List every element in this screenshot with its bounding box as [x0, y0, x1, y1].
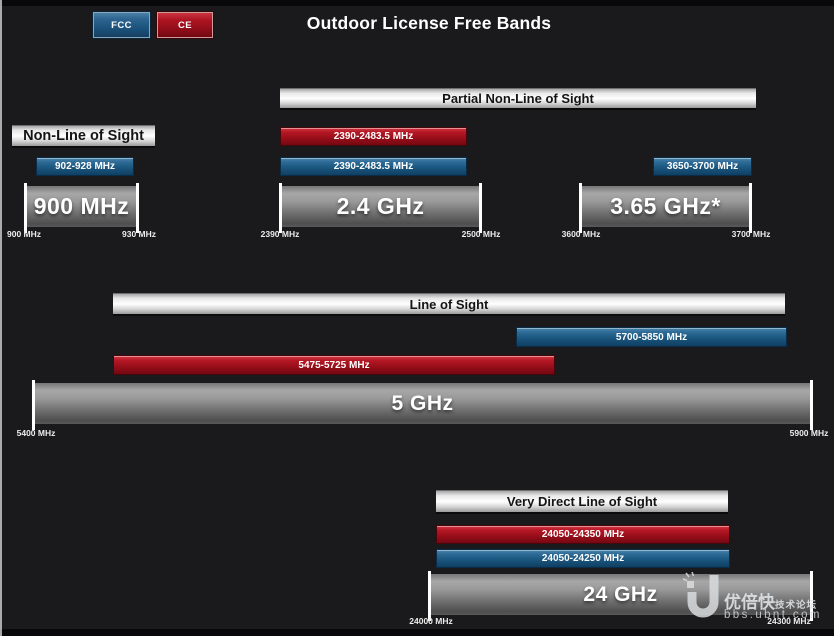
fcc-band-bar-5700-label: 5700-5850 MHz	[615, 331, 688, 343]
axis-tick-3700mhz: 3700 MHz	[731, 229, 771, 239]
fcc-band-bar-24050: 24050-24250 MHz	[436, 549, 730, 568]
range-cap-left	[428, 571, 431, 621]
axis-tick-3600mhz: 3600 MHz	[561, 229, 601, 239]
axis-tick-930mhz: 930 MHz	[121, 229, 157, 239]
band-range-bar-24ghz: 24 GHz	[428, 571, 813, 621]
axis-tick-5400mhz: 5400 MHz	[16, 428, 56, 438]
left-border	[0, 0, 2, 636]
ce-band-bar-2390: 2390-2483.5 MHz	[280, 127, 467, 146]
range-cap-left	[279, 183, 282, 233]
fcc-band-bar-902: 902-928 MHz	[36, 157, 134, 176]
legend-fcc-chip: FCC	[93, 12, 150, 38]
label-non-line-of-sight-text: Non-Line of Sight	[23, 128, 144, 144]
section-header-partial-nlos: Partial Non-Line of Sight	[280, 88, 756, 110]
ce-band-bar-2390-label: 2390-2483.5 MHz	[333, 131, 414, 142]
fcc-band-bar-5700: 5700-5850 MHz	[516, 327, 787, 347]
range-cap-right	[810, 380, 813, 430]
band-range-bar-3-65ghz-label: 3.65 GHz*	[610, 193, 721, 219]
fcc-band-bar-2390: 2390-2483.5 MHz	[280, 157, 467, 176]
ubiquiti-u-icon	[683, 572, 719, 618]
section-header-very-direct-los-label: Very Direct Line of Sight	[506, 494, 658, 509]
section-header-partial-nlos-label: Partial Non-Line of Sight	[442, 91, 594, 106]
axis-tick-2390mhz: 2390 MHz	[260, 229, 300, 239]
bottom-border	[0, 629, 834, 636]
fcc-band-bar-902-label: 902-928 MHz	[54, 161, 116, 172]
band-range-bar-2-4ghz: 2.4 GHz	[279, 183, 482, 233]
range-cap-right	[749, 183, 752, 233]
axis-tick-24000mhz: 24000 MHz	[409, 616, 453, 626]
fcc-band-bar-3650-label: 3650-3700 MHz	[666, 161, 739, 172]
fcc-band-bar-2390-label: 2390-2483.5 MHz	[333, 161, 414, 172]
ce-band-bar-24050: 24050-24350 MHz	[436, 525, 730, 544]
band-range-bar-900mhz: 900 MHz	[24, 183, 139, 233]
ce-band-bar-24050-label: 24050-24350 MHz	[541, 529, 625, 540]
range-cap-right	[479, 183, 482, 233]
ce-band-bar-5475: 5475-5725 MHz	[113, 355, 555, 375]
axis-tick-5900mhz: 5900 MHz	[789, 428, 829, 438]
watermark-forum-url: bbs.ubnt.com	[724, 609, 822, 621]
axis-tick-24300mhz: 24300 MHz	[767, 616, 811, 626]
axis-tick-2500mhz: 2500 MHz	[461, 229, 501, 239]
band-range-bar-5ghz: 5 GHz	[32, 380, 813, 430]
band-range-bar-24ghz-label: 24 GHz	[583, 582, 658, 606]
band-range-bar-2-4ghz-label: 2.4 GHz	[336, 193, 425, 219]
band-range-bar-5ghz-label: 5 GHz	[391, 391, 454, 415]
ce-band-bar-5475-label: 5475-5725 MHz	[298, 359, 370, 371]
section-header-very-direct-los: Very Direct Line of Sight	[436, 490, 728, 514]
label-non-line-of-sight: Non-Line of Sight	[12, 125, 155, 148]
section-header-line-of-sight: Line of Sight	[113, 293, 785, 316]
top-border	[0, 0, 834, 6]
watermark-suffix-cn: 技术论坛	[775, 600, 818, 611]
watermark-brand: 优倍快技术论坛	[724, 588, 817, 613]
range-cap-left	[579, 183, 582, 233]
chart-title: Outdoor License Free Bands	[306, 13, 552, 33]
fcc-band-bar-24050-label: 24050-24250 MHz	[541, 553, 625, 564]
band-range-bar-3-65ghz: 3.65 GHz*	[579, 183, 752, 233]
range-cap-left	[24, 183, 27, 233]
legend-ce-label: CE	[178, 19, 192, 31]
band-range-bar-900mhz-label: 900 MHz	[33, 193, 130, 219]
range-cap-right	[136, 183, 139, 233]
range-cap-right	[810, 571, 813, 621]
section-header-line-of-sight-label: Line of Sight	[409, 296, 489, 312]
axis-tick-900mhz: 900 MHz	[6, 229, 42, 239]
legend-ce-chip: CE	[157, 12, 213, 38]
watermark-brand-cn: 优倍快	[724, 593, 775, 612]
legend-fcc-label: FCC	[111, 19, 132, 31]
range-cap-left	[32, 380, 35, 430]
fcc-band-bar-3650: 3650-3700 MHz	[653, 157, 752, 176]
